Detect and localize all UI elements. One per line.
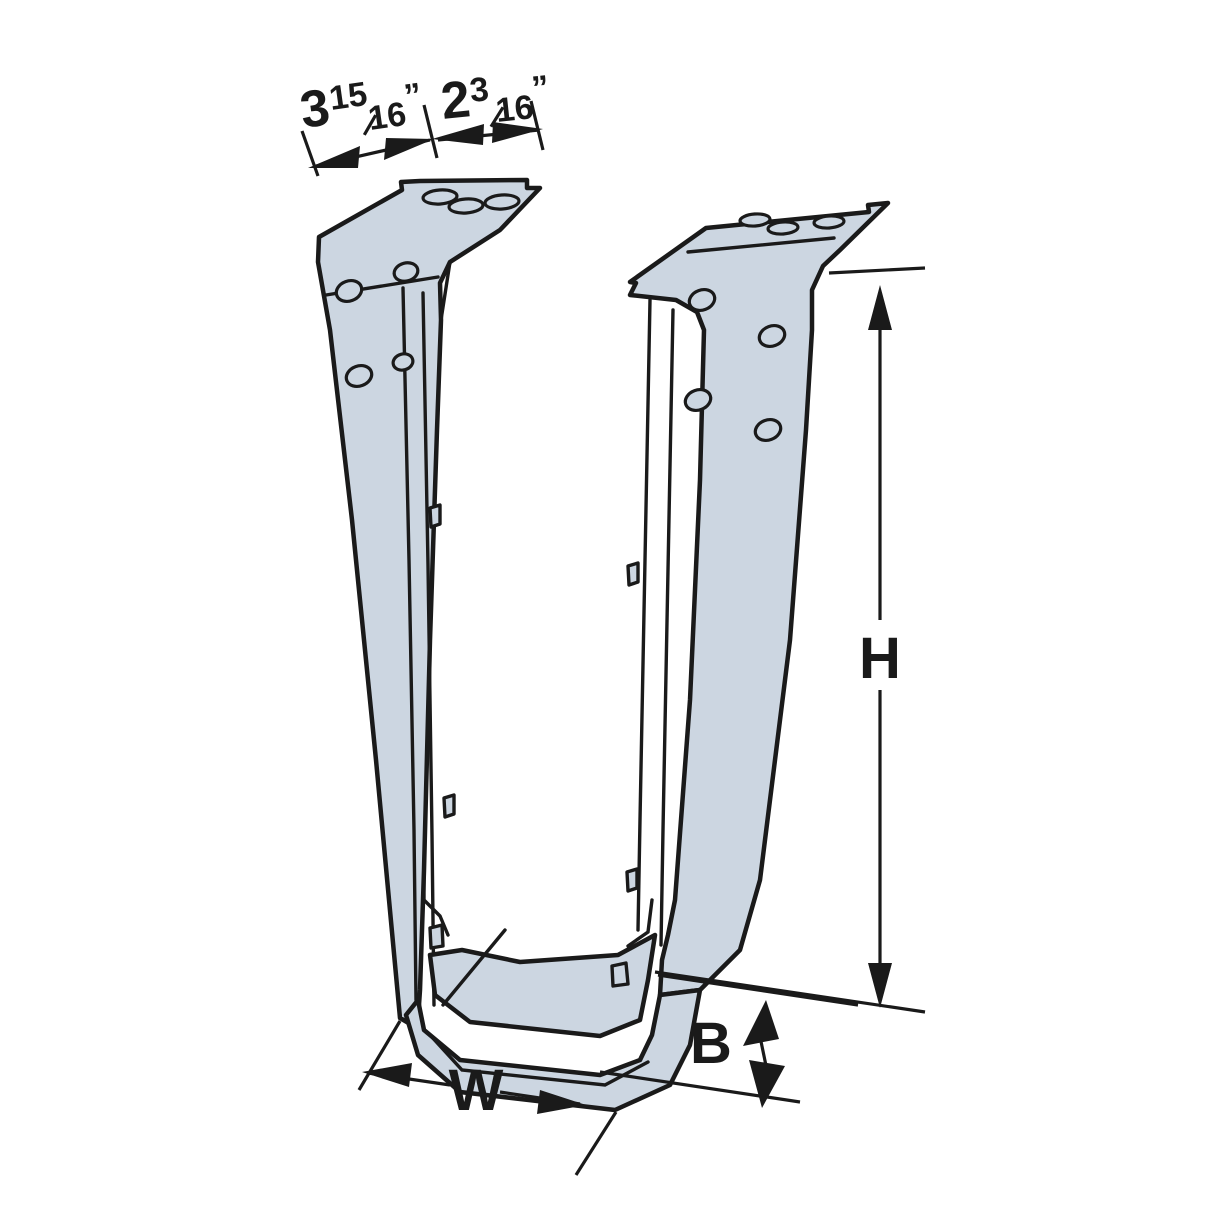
h-witness-top — [828, 266, 926, 275]
return-hole-left-2 — [391, 352, 415, 372]
left-web-fold-line-2 — [421, 291, 436, 1007]
arrowhead-right-1 — [384, 138, 434, 160]
witness-line-right — [529, 100, 545, 151]
speed-prong-1 — [428, 503, 442, 529]
dim-right-unit: ” — [530, 68, 551, 108]
dim-left-numerator: 15 — [327, 75, 370, 118]
bracket-part — [315, 177, 891, 1113]
fraction-bar-left — [362, 114, 378, 136]
dim-left-denominator: 16 — [366, 95, 409, 138]
width-dimension-group: W — [357, 1020, 618, 1176]
face-hole-right-1 — [687, 288, 717, 312]
right-flange-edge-fold — [810, 248, 842, 292]
dim-right-whole: 2 — [438, 70, 473, 131]
right-seat-notch-fold — [626, 898, 654, 948]
left-flange-edge-fold — [439, 228, 502, 322]
face-hole-left-2 — [344, 364, 374, 388]
w-arrowhead-right — [537, 1090, 586, 1114]
face-hole-left-1 — [334, 279, 364, 303]
speed-prong-5 — [625, 867, 639, 893]
w-witness-left — [357, 1020, 402, 1091]
return-hole-left-1 — [392, 261, 420, 283]
b-witness-upper — [657, 973, 859, 1007]
flange-hole-right-3 — [812, 214, 846, 230]
b-arrowhead-lower — [749, 1060, 785, 1108]
speed-prong-4 — [626, 561, 640, 587]
flange-hole-right-2 — [766, 220, 800, 236]
speed-prong-2 — [442, 793, 456, 819]
flange-hole-left-2 — [447, 197, 485, 215]
speed-prong-3 — [428, 923, 445, 950]
dimension-label-top-right: 2 3 16 ” — [438, 68, 551, 131]
bearing-dimension-group: B — [599, 973, 859, 1108]
height-label: H — [859, 626, 901, 691]
seat-diagonal-fold — [441, 928, 507, 1007]
speed-prong-6 — [610, 961, 630, 988]
top-dimension-group: 3 15 16 ” 2 3 16 ” — [297, 68, 551, 177]
b-arrowhead-upper — [743, 1000, 779, 1046]
left-web-fold-line-1 — [401, 286, 418, 1002]
flange-hole-right-1 — [738, 212, 772, 228]
width-label: W — [449, 1058, 504, 1123]
face-hole-right-2 — [757, 324, 787, 348]
arrowhead-right-2 — [492, 122, 543, 143]
witness-line-middle — [422, 104, 439, 159]
right-web-fold-line-2 — [659, 308, 675, 947]
dim-right-denominator: 16 — [494, 88, 536, 130]
bearing-label: B — [690, 1011, 732, 1076]
arrowhead-left-1 — [308, 146, 360, 168]
flange-hole-left-1 — [421, 188, 459, 206]
bottom-seat — [403, 987, 703, 1113]
dim-left-unit: ” — [402, 76, 424, 116]
w-witness-right — [574, 1111, 618, 1176]
seat-floor — [427, 932, 658, 1039]
arrowhead-left-2 — [432, 124, 484, 145]
height-dimension-group: H — [654, 266, 926, 1014]
face-hole-right-4 — [753, 418, 783, 442]
witness-line-left — [300, 130, 320, 177]
right-flange-fold-line — [686, 236, 836, 254]
left-seat-notch-fold — [422, 868, 450, 937]
h-arrowhead-bottom — [868, 963, 892, 1008]
flange-hole-left-3 — [483, 193, 521, 211]
h-arrowhead-top — [868, 285, 892, 330]
dimension-label-top-left: 3 15 16 ” — [297, 75, 424, 140]
dim-right-numerator: 3 — [468, 70, 491, 110]
face-hole-right-3 — [683, 388, 713, 412]
seat-bottom-fold — [428, 1033, 650, 1087]
right-web-fold-line-1 — [636, 298, 652, 932]
w-arrowhead-left — [362, 1063, 412, 1087]
fraction-bar-right — [489, 106, 505, 128]
